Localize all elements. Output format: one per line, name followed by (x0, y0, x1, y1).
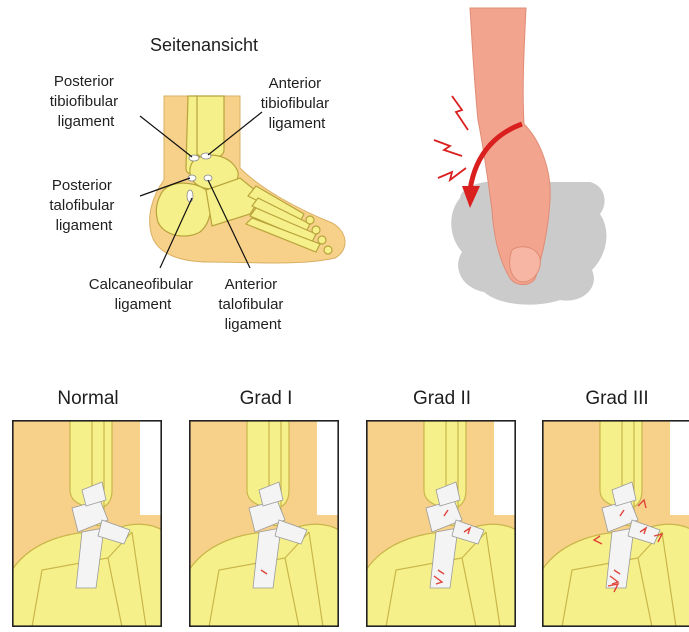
label-anterior-talofibular: Anterior talofibular ligament (218, 276, 287, 333)
label-anterior-tibiofibular: Anterior tibiofibular ligament (261, 75, 334, 132)
panel-grad-3 (542, 420, 689, 627)
tibia-bone (196, 96, 224, 159)
grade-label-grad-3: Grad III (585, 388, 648, 409)
grade-label-normal: Normal (57, 388, 118, 409)
label-calcaneofibular: Calcaneofibular ligament (89, 276, 197, 313)
label-posterior-tibiofibular: Posterior tibiofibular ligament (50, 73, 123, 130)
grade-label-grad-2: Grad II (413, 388, 471, 409)
pain-lightning-icons (434, 96, 468, 180)
grade-panels (12, 420, 689, 627)
side-view-title: Seitenansicht (150, 35, 258, 55)
grade-labels: Normal Grad I Grad II Grad III (57, 388, 648, 409)
sprain-mechanism-illustration (434, 8, 606, 305)
panel-grad-1 (189, 420, 339, 627)
grade-label-grad-1: Grad I (240, 388, 293, 409)
side-view-section: Seitenansicht (49, 35, 345, 333)
label-posterior-talofibular: Posterior talofibular ligament (49, 177, 118, 234)
panel-normal (12, 420, 162, 627)
calcaneus-bone (156, 183, 211, 236)
panel-grad-2 (366, 420, 516, 627)
